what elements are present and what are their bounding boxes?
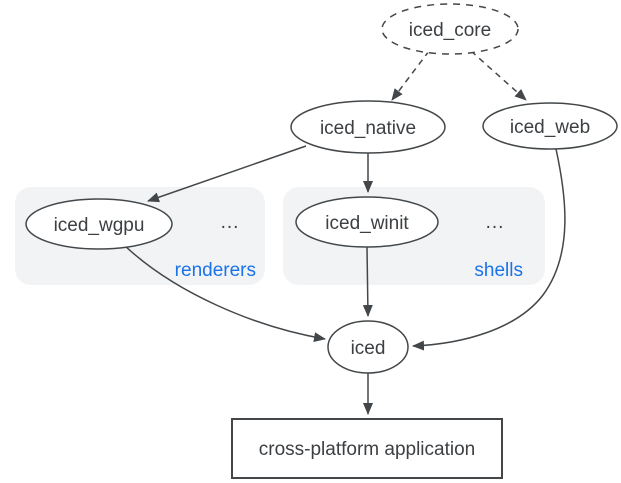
node-iced-native: iced_native: [290, 100, 446, 154]
iced-core-ellipse: [381, 3, 519, 55]
edge-iced_core-iced_native: [391, 50, 430, 101]
edge-iced_core-iced_web: [470, 50, 527, 101]
renderers-group-label: renderers: [175, 260, 256, 281]
iced-web-ellipse: [482, 102, 618, 150]
node-iced: iced: [327, 320, 409, 374]
application-label: cross-platform application: [259, 439, 475, 460]
shells-group-label: shells: [474, 260, 523, 281]
iced-ellipse: [327, 320, 409, 374]
iced-core-label: iced_core: [409, 20, 491, 41]
iced-winit-label: iced_winit: [325, 213, 409, 234]
iced-native-label: iced_native: [320, 118, 416, 139]
edge-iced_winit-iced: [362, 246, 373, 317]
iced-wgpu-label: iced_wgpu: [54, 215, 145, 236]
iced-winit-ellipse: [295, 196, 439, 248]
iced-native-ellipse: [290, 100, 446, 154]
node-iced-winit: iced_winit: [295, 196, 439, 248]
edge-iced_native-iced_wgpu: [147, 145, 307, 203]
node-iced-core: iced_core: [381, 3, 519, 55]
node-application: cross-platform application: [231, 418, 503, 479]
node-iced-web: iced_web: [482, 102, 618, 150]
shells-ellipsis: ...: [486, 212, 505, 233]
edge-iced_wgpu-iced: [123, 244, 326, 343]
iced-wgpu-ellipse: [25, 198, 173, 250]
iced-label: iced: [351, 338, 386, 359]
edge-iced_web-iced: [412, 148, 566, 351]
application-box: [231, 418, 503, 479]
node-iced-wgpu: iced_wgpu: [25, 198, 173, 250]
renderers-ellipsis: ...: [221, 212, 240, 233]
iced-web-label: iced_web: [510, 117, 590, 138]
